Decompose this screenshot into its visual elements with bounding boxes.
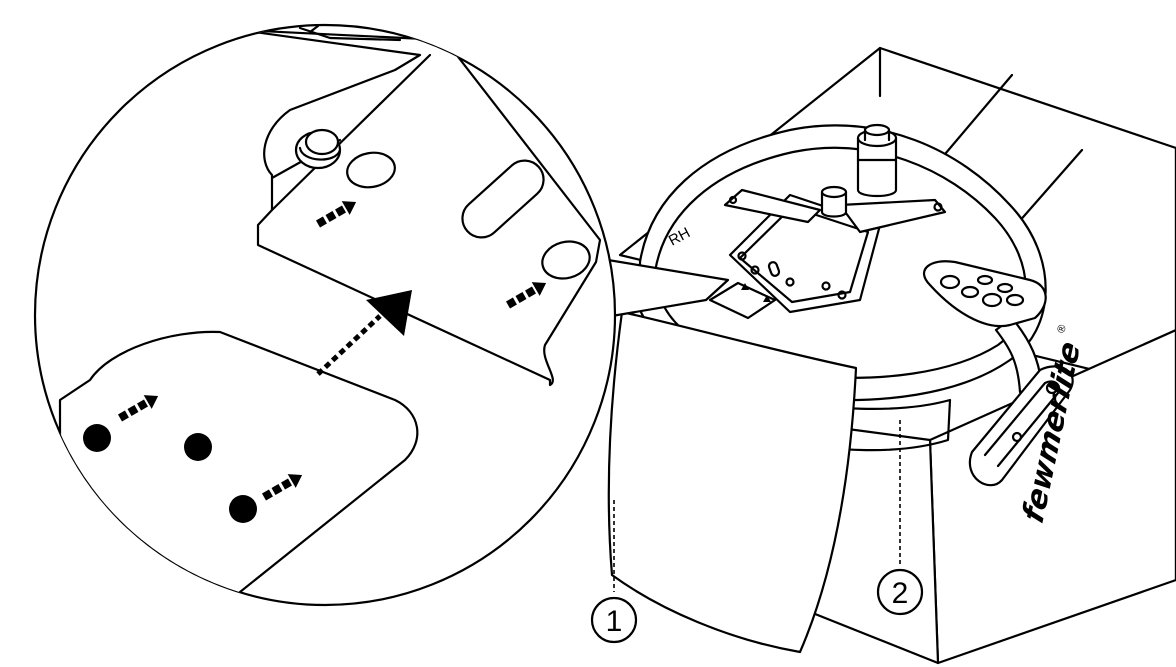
dashed-arrow-icon <box>316 201 357 228</box>
dashed-arrow-icon <box>118 395 159 422</box>
callout-2-label: 2 <box>892 577 909 610</box>
armrest <box>923 260 1074 487</box>
dashed-arrow-icon <box>506 282 547 309</box>
callout-1: 1 <box>590 596 638 644</box>
zoom-detail <box>33 23 730 607</box>
dashed-arrow-icon <box>262 474 303 501</box>
brand-registered-mark: ® <box>1056 324 1069 334</box>
backrest-panel <box>607 310 858 654</box>
numbered-circle-icon <box>876 568 924 616</box>
tilt-mechanism <box>708 123 947 320</box>
numbered-circle-icon <box>590 596 638 644</box>
assembly-direction-arrow <box>316 290 412 376</box>
callout-1-label: 1 <box>606 605 623 638</box>
callout-2: 2 <box>876 568 924 616</box>
